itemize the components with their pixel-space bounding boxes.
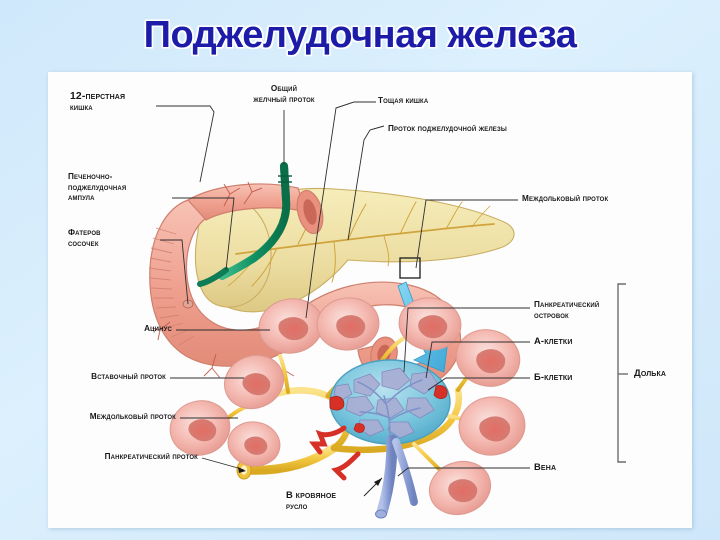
leader-pancreatic-duct-bottom [201,457,239,469]
page-title: Поджелудочная железа [143,14,577,56]
label-pancreatic-islet: Панкреатический островок [534,300,599,321]
hepatopancreatic-ampulla [197,267,229,287]
intercalated-duct-2 [278,354,290,394]
label-jejunum: Тощая кишка [378,96,429,105]
label-duodenum-line1: 12-перстная [70,91,126,102]
a-cell [333,383,353,401]
vein-branch [392,438,418,506]
acinus [398,297,462,351]
label-islet-line2: островок [534,310,569,320]
label-intercalated-duct: Вставочный проток [91,372,166,381]
leader-islet [403,307,530,373]
leader-duodenum [156,105,215,183]
acinus [316,297,380,351]
arteriole-branch [309,425,347,455]
leader-vater [160,239,189,305]
label-ampulla-line2: поджелудочная [68,182,127,192]
label-duodenum-line2: кишка [70,102,93,112]
vein-cut-end [375,509,387,519]
bloodstream-arrow [363,477,383,497]
arteriole [329,385,448,433]
acinus-cluster-right [398,297,526,516]
magnification-box [399,257,421,279]
b-cell [387,421,415,439]
lobule-bracket [617,283,628,463]
acinus [169,400,231,456]
label-common-bile-duct-line2: желчный проток [253,94,315,104]
common-bile-duct [218,162,291,280]
label-hepatopancreatic-ampulla: Печеночно- поджелудочная ампула [68,172,126,204]
acinus [224,354,284,410]
label-interlobular-duct-top: Междольковый проток [522,194,609,203]
lobule-detail-group [169,297,526,519]
duct-branch-right [330,386,463,454]
label-vater-papilla: Фатеров сосочек [68,228,101,249]
acinus [455,329,521,387]
duodenum-lumen-top [303,199,317,225]
label-vein: Вена [534,461,557,472]
label-a-cells: А-клетки [534,335,573,346]
acinus [428,460,492,516]
pancreatic-duct-arrow [237,467,246,473]
pancreatic-duct [239,443,339,475]
label-b-cells: Б-клетки [534,371,573,382]
label-ampulla-line3: ампула [68,193,95,202]
label-common-bile-duct-line1: Общий [270,84,298,93]
label-duodenum: 12-перстная кишка [70,91,126,113]
leader-b-cells [427,377,530,391]
islet-cells [333,367,439,439]
label-islet-line1: Панкреатический [534,300,600,309]
acinus [458,396,526,456]
vein [376,434,398,518]
diagram-panel: 12-перстная кишка Общий желчный проток Т… [48,72,692,528]
arteriole-branch-2 [331,451,361,481]
label-pancreatic-duct-main: Проток поджелудочной железы [388,124,507,133]
label-bloodstream-line2: русло [286,501,308,511]
pancreatic-islet [309,359,451,481]
leader-ampulla [172,197,235,271]
leader-a-cells [425,341,530,379]
label-pancreatic-duct-bottom: Панкреатический проток [104,452,198,461]
leader-lines [156,101,530,477]
label-lobule: Долька [634,367,667,378]
label-interlobular-duct-bottom: Междольковый проток [89,412,176,421]
label-vater-line1: Фатеров [68,228,101,237]
acinus [227,421,281,467]
label-into-bloodstream: В кровяное русло [286,489,337,512]
label-acinus: Ацинус [144,324,172,333]
pancreas-anatomy-diagram [148,101,628,519]
b-cell [375,397,405,419]
label-ampulla-line1: Печеночно- [68,172,113,181]
leader-vein [397,467,530,477]
b-cell [381,367,411,391]
leader-interlobular-top [415,199,518,269]
label-vater-line2: сосочек [68,238,99,248]
label-common-bile-duct: Общий желчный проток [220,84,348,105]
label-bloodstream-line1: В кровяное [286,489,337,500]
